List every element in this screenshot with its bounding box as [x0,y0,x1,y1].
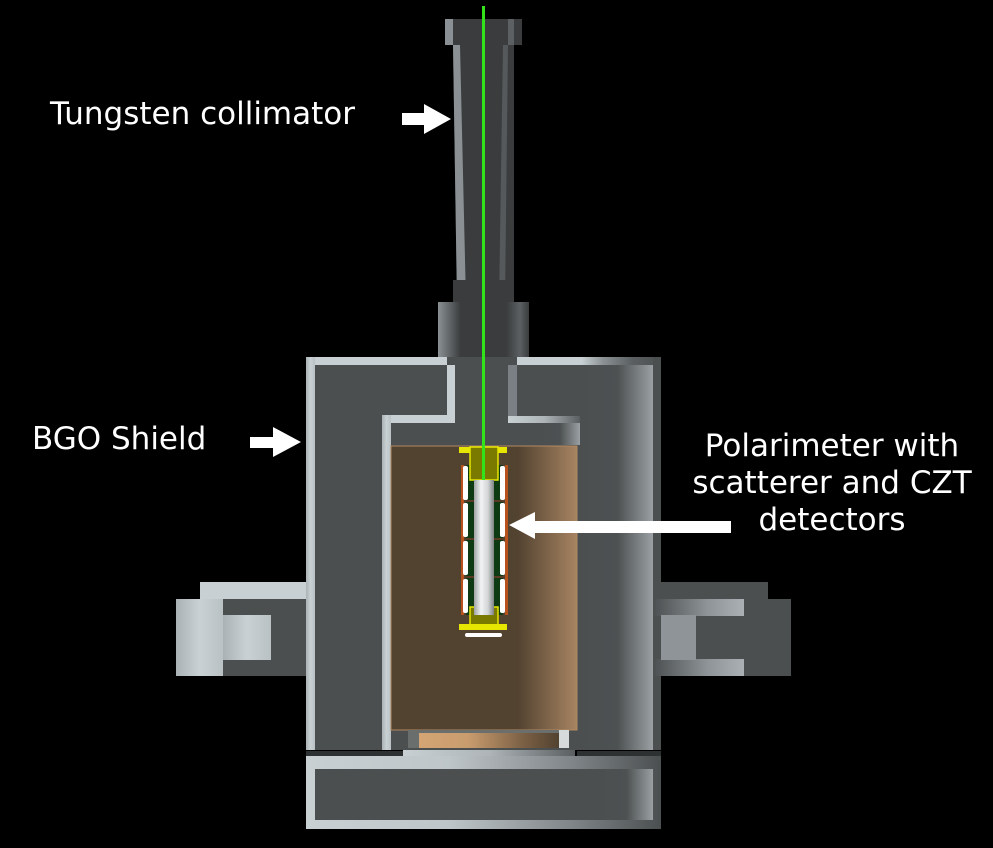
czt-right-column [500,465,508,615]
shield-right-rim [653,357,661,750]
arrow-right-icon [250,427,301,457]
collimator-top-cap-right-edge [508,19,514,45]
shield-top-edge [306,357,447,365]
seam-line-left [306,751,403,757]
shield-bore-left-edge [447,365,455,415]
window-frame-right [559,730,569,748]
shield-cavity-top [391,423,580,445]
collimator-arrow [402,104,451,134]
beam-line [482,6,485,480]
bottom-spacer [465,633,502,637]
bottom-window [419,733,559,748]
collimator-label: Tungsten collimator [50,96,355,132]
shield-bore-step-right [508,416,580,424]
polarimeter-label-line-3: detectors [758,502,906,538]
polarimeter-label-line-2: scatterer and CZT [692,465,972,501]
shield-bore-step-left [382,415,455,423]
base-housing-inner-shade [600,769,653,820]
czt-right-border [505,465,508,615]
czt-right-pixel-2 [500,503,505,537]
left-flange-top [200,582,306,599]
czt-right-pixel-3 [500,541,505,575]
arrow-right-icon [402,104,451,134]
polarimeter-label-line-1: Polarimeter with [704,428,960,464]
left-flange [176,582,306,676]
right-flange-band [653,599,744,616]
left-flange-cap [176,599,223,676]
bgo-arrow [250,427,301,457]
scatterer-rod [474,480,494,615]
collimator-top-cap-left-edge [445,19,453,45]
shield-right-shade [582,365,653,750]
base-housing-inner [315,769,653,820]
bgo-shield-label: BGO Shield [32,421,207,457]
czt-left-border [461,465,464,615]
czt-left-pixel-1 [463,466,468,500]
czt-right-pixel-1 [500,466,505,500]
shield-top-edge-right [517,357,661,365]
seam-line-right [577,751,661,757]
right-flange-top [661,582,768,599]
collimator-tube-left-edge [453,45,466,302]
shield-left-edge [306,357,315,750]
czt-left-pixel-3 [463,541,468,575]
czt-right-pixel-4 [500,579,505,613]
czt-left-pixel-4 [463,579,468,613]
czt-left-pixel-2 [463,503,468,537]
collimator-tube-right-edge [499,45,508,302]
right-flange [653,582,791,676]
right-flange-band-bottom [653,659,744,676]
left-flange-plug [223,615,271,660]
holder-bottom-flange [459,624,507,630]
bottom-assembly [306,730,661,829]
polarimeter-label: Polarimeter with scatterer and CZT detec… [672,428,992,539]
right-flange-plug [661,615,696,660]
polarimeter-arrow [509,512,731,539]
shield-bore-right-edge [508,365,517,417]
shield-cavity-top-right [540,423,580,445]
shield-cavity-left-edge [382,415,391,750]
czt-left-column [461,465,468,615]
arrow-left-icon [509,512,731,539]
